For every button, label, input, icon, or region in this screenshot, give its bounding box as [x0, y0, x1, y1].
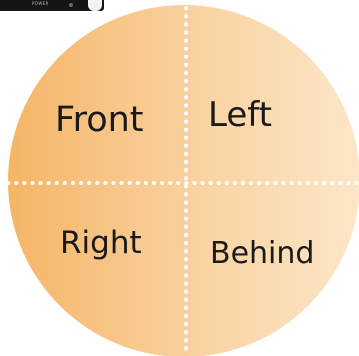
quadrant-behind[interactable]: Behind	[210, 239, 314, 269]
quadrant-left[interactable]: Left	[208, 98, 272, 132]
wheel-circle	[8, 5, 359, 356]
quadrant-right[interactable]: Right	[60, 228, 142, 259]
quadrant-front[interactable]: Front	[55, 103, 144, 138]
